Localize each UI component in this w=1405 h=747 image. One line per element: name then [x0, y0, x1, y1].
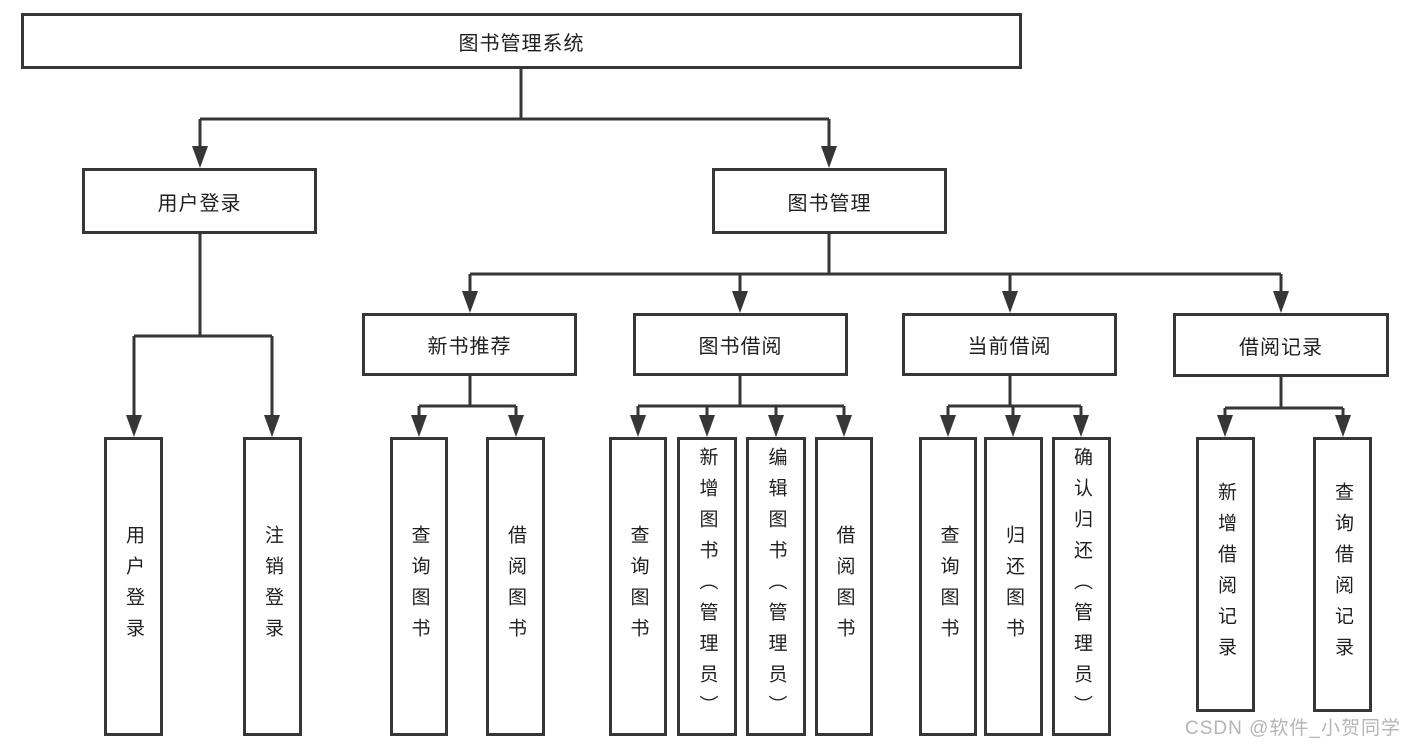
node-book-management: 图书管理	[712, 168, 947, 234]
node-label: 确认归还（管理员）	[1071, 447, 1092, 726]
node-label: 用户登录	[157, 192, 242, 215]
node-current-borrowing: 当前借阅	[902, 313, 1117, 376]
node-user-login: 用户登录	[82, 168, 317, 234]
node-borrow-books-1: 借阅图书	[486, 437, 545, 736]
node-add-books-admin: 新增图书（管理员）	[677, 437, 737, 736]
node-label: 图书借阅	[698, 336, 783, 358]
node-label: 图书管理系统	[458, 32, 585, 55]
node-book-borrowing: 图书借阅	[633, 313, 848, 376]
node-query-books-1: 查询图书	[390, 437, 448, 736]
node-return-books: 归还图书	[984, 437, 1043, 736]
node-query-books-2: 查询图书	[609, 437, 667, 736]
node-label: 借阅图书	[833, 524, 855, 649]
node-label: 当前借阅	[967, 336, 1052, 358]
node-label: 新增借阅记录	[1215, 481, 1236, 668]
node-label: 借阅图书	[505, 524, 526, 649]
node-user-login-action: 用户登录	[104, 437, 163, 736]
node-label: 借阅记录	[1239, 336, 1323, 359]
node-label: 查询图书	[937, 524, 959, 649]
node-label: 编辑图书（管理员）	[765, 447, 787, 726]
node-label: 注销登录	[262, 524, 283, 649]
node-label: 查询图书	[408, 524, 430, 649]
node-new-book-recommend: 新书推荐	[362, 313, 577, 376]
node-label: 新书推荐	[427, 336, 512, 358]
node-add-borrow-record: 新增借阅记录	[1196, 437, 1255, 712]
node-label: 查询借阅记录	[1332, 481, 1353, 668]
node-label: 查询图书	[627, 524, 649, 649]
node-borrow-books-2: 借阅图书	[815, 437, 873, 736]
csdn-watermark: CSDN @软件_小贺同学	[1185, 718, 1401, 739]
node-confirm-return-admin: 确认归还（管理员）	[1052, 437, 1111, 736]
node-library-system: 图书管理系统	[21, 13, 1022, 69]
node-query-books-3: 查询图书	[919, 437, 977, 736]
node-label: 图书管理	[787, 192, 872, 215]
node-borrowing-records: 借阅记录	[1173, 313, 1389, 377]
node-label: 用户登录	[123, 524, 144, 649]
node-edit-books-admin: 编辑图书（管理员）	[746, 437, 806, 736]
node-query-borrow-record: 查询借阅记录	[1313, 437, 1372, 712]
node-label: 新增图书（管理员）	[696, 447, 718, 726]
node-label: 归还图书	[1003, 524, 1024, 649]
node-logout-action: 注销登录	[243, 437, 302, 736]
